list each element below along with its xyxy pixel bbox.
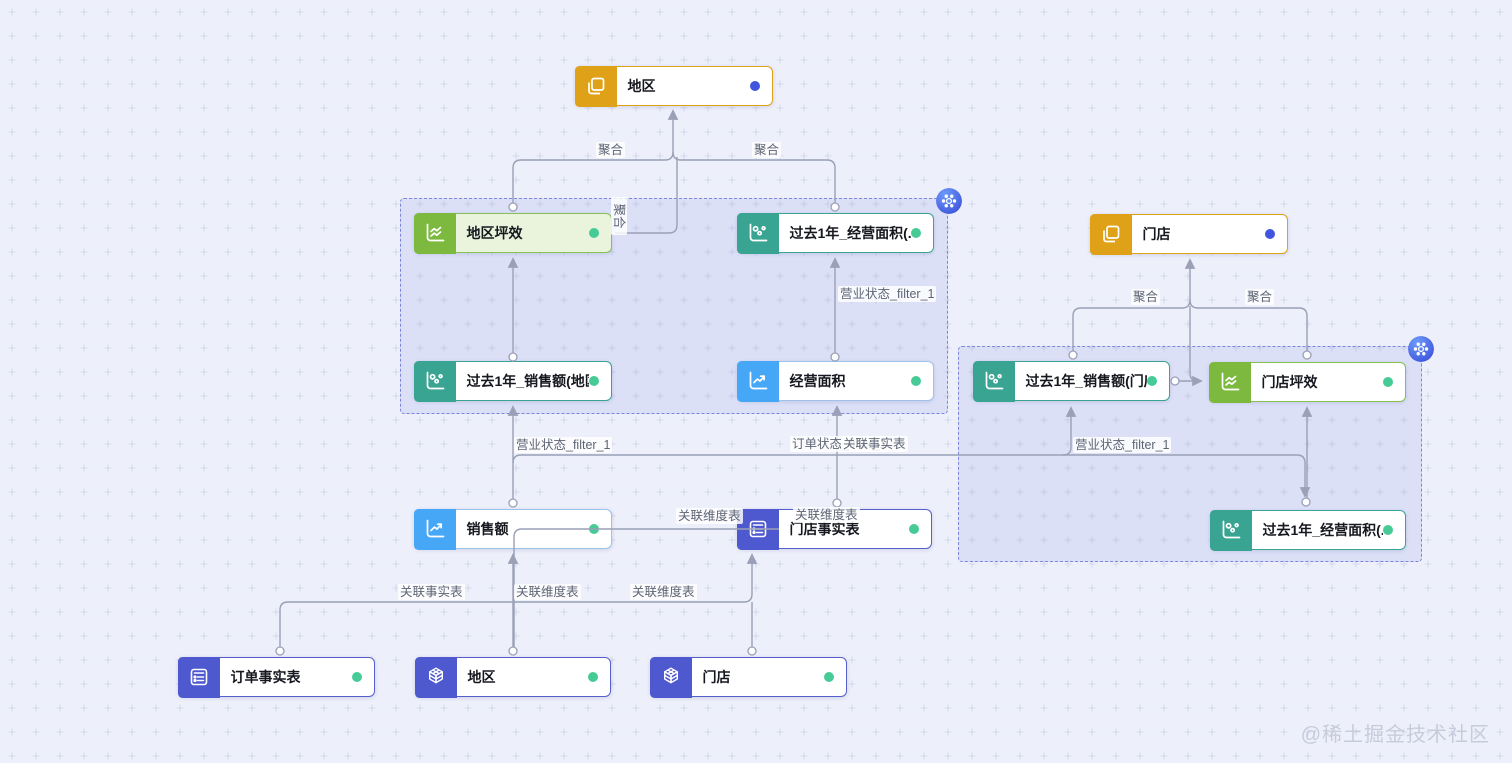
- node-order-fact-table[interactable]: 订单事实表: [177, 656, 375, 698]
- node-title: 过去1年_经营面积(...: [1262, 522, 1384, 538]
- watermark: @稀土掘金技术社区: [1300, 724, 1490, 746]
- node-past1y-operating-area-2[interactable]: 过去1年_经营面积(...: [1209, 509, 1406, 551]
- cube-dimension-icon: [649, 656, 692, 698]
- node-past1y-sales-region[interactable]: 过去1年_销售额(地区): [413, 360, 612, 402]
- node-region-view[interactable]: 地区: [574, 65, 773, 107]
- status-dot: [589, 376, 599, 386]
- edge-label-join-fact: 关联事实表: [398, 584, 465, 600]
- edge-label-filter: 营业状态_filter_1: [1073, 437, 1172, 453]
- node-title: 销售额: [466, 521, 509, 537]
- node-title: 过去1年_销售额(门店): [1025, 373, 1148, 389]
- node-title: 经营面积: [789, 373, 846, 389]
- edge-label-aggregate-rotated: 聚合: [611, 197, 627, 235]
- edge-label-aggregate: 聚合: [752, 142, 782, 158]
- node-store-view[interactable]: 门店: [1089, 213, 1288, 255]
- model-badge-icon[interactable]: [936, 188, 962, 214]
- edge-label-join-dim: 关联维度表: [514, 584, 581, 600]
- edge-label-filter: 营业状态_filter_1: [838, 286, 937, 302]
- status-dot: [909, 524, 919, 534]
- node-title: 门店: [1142, 226, 1171, 242]
- status-dot: [911, 228, 921, 238]
- edge-label-aggregate: 聚合: [1131, 289, 1161, 305]
- edge-label-join-dim: 关联维度表: [676, 508, 743, 524]
- edge-label-aggregate: 聚合: [596, 142, 626, 158]
- node-title: 订单事实表: [230, 669, 301, 685]
- node-store-dim-table[interactable]: 门店: [649, 656, 847, 698]
- status-dot: [1265, 229, 1275, 239]
- status-dot: [750, 81, 760, 91]
- node-store-floor-efficiency[interactable]: 门店坪效: [1208, 361, 1406, 403]
- node-operating-area[interactable]: 经营面积: [736, 360, 934, 402]
- scatter-chart-icon: [736, 212, 779, 254]
- edge-label-join-dim: 关联维度表: [793, 507, 860, 523]
- node-region-dim-table[interactable]: 地区: [414, 656, 611, 698]
- node-title: 门店: [702, 669, 731, 685]
- status-dot: [824, 672, 834, 682]
- trend-arrow-icon: [413, 508, 456, 550]
- status-dot: [588, 672, 598, 682]
- node-title: 过去1年_销售额(地区): [466, 373, 590, 389]
- node-title: 地区: [467, 669, 496, 685]
- node-past1y-operating-area[interactable]: 过去1年_经营面积(...: [736, 212, 934, 254]
- fact-table-icon: [177, 656, 220, 698]
- cube-dimension-icon: [414, 656, 457, 698]
- edge-label-aggregate: 聚合: [1245, 289, 1275, 305]
- node-title: 门店坪效: [1261, 374, 1318, 390]
- status-dot: [1383, 377, 1393, 387]
- status-dot: [352, 672, 362, 682]
- scatter-chart-icon: [1209, 509, 1252, 551]
- node-title: 过去1年_经营面积(...: [789, 225, 912, 241]
- status-dot: [1383, 525, 1393, 535]
- status-dot: [589, 228, 599, 238]
- node-sales-amount[interactable]: 销售额: [413, 508, 612, 550]
- scatter-chart-icon: [972, 360, 1015, 402]
- node-title: 地区: [627, 78, 656, 94]
- stacked-views-icon: [1089, 213, 1132, 255]
- edge-label-join-dim: 关联维度表: [630, 584, 697, 600]
- status-dot: [589, 524, 599, 534]
- model-badge-icon[interactable]: [1408, 336, 1434, 362]
- trend-arrow-icon: [736, 360, 779, 402]
- edge-label-join-fact: 关联事实表: [841, 436, 908, 452]
- status-dot: [911, 376, 921, 386]
- fact-table-icon: [736, 508, 779, 550]
- status-dot: [1147, 376, 1157, 386]
- wave-chart-icon: [413, 212, 456, 254]
- edge-label-filter: 营业状态_filter_1: [514, 437, 613, 453]
- node-past1y-sales-store[interactable]: 过去1年_销售额(门店): [972, 360, 1170, 402]
- scatter-chart-icon: [413, 360, 456, 402]
- stacked-views-icon: [574, 65, 617, 107]
- node-title: 门店事实表: [789, 521, 860, 537]
- node-title: 地区坪效: [466, 225, 523, 241]
- wave-chart-icon: [1208, 361, 1251, 403]
- node-region-floor-efficiency[interactable]: 地区坪效: [413, 212, 612, 254]
